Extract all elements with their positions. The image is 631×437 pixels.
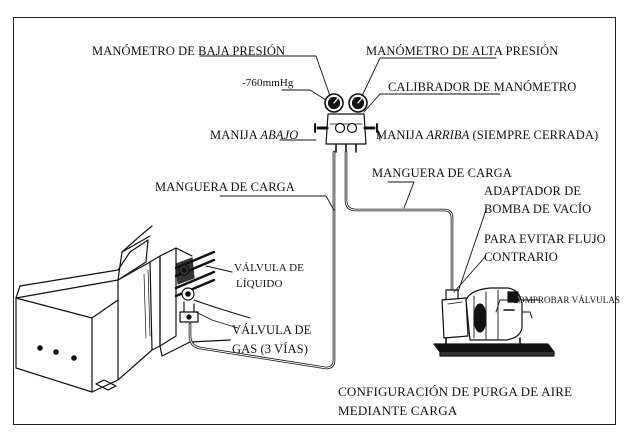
pump-adapter-label-line1: ADAPTADOR DE (484, 184, 582, 198)
hoses (188, 150, 454, 370)
vacuum-reading-label: -760mmHg (242, 77, 294, 89)
low-pressure-gauge-label: MANÓMETRO DE BAJA PRESIÓN (92, 44, 286, 58)
diagram-frame (13, 17, 616, 425)
charge-hose-right-label: MANGUERA DE CARGA (372, 166, 512, 180)
handle-high-prefix: MANIJA (376, 128, 427, 142)
leader-lines (195, 55, 541, 329)
charge-hose-left-label: MANGUERA DE CARGA (155, 180, 295, 194)
handle-low-prefix: MANIJA (210, 128, 261, 142)
handle-high-suffix: (SIEMPRE CERRADA) (469, 128, 599, 142)
handle-high-word: ARRIBA (426, 128, 470, 142)
outdoor-unit (15, 225, 161, 393)
gauge-calibrator-label: CALIBRADOR DE MANÓMETRO (388, 80, 577, 94)
handle-low-word: ABAJO (260, 128, 299, 142)
backflow-label-line2: CONTRARIO (484, 250, 558, 264)
gas-valve-label-line1: VÁLVULA DE (232, 323, 312, 337)
diagram-caption-line2: MEDIANTE CARGA (338, 403, 458, 418)
gas-valve (174, 270, 251, 323)
diagram-caption-line1: CONFIGURACIÓN DE PURGA DE AIRE (338, 384, 573, 399)
high-pressure-gauge-label: MANÓMETRO DE ALTA PRESIÓN (366, 44, 559, 58)
handle-low-label: MANIJA ABAJO (210, 128, 298, 143)
vacuum-pump (433, 287, 555, 357)
check-valves-label: COMPROBAR VÁLVULAS (512, 295, 621, 305)
manifold-gauge-set (314, 93, 378, 153)
pump-adapter-label-line2: BOMBA DE VACÍO (484, 202, 592, 216)
liquid-valve-label-line2: LÍQUIDO (236, 278, 283, 290)
backflow-label-line1: PARA EVITAR FLUJO (484, 232, 606, 246)
valve-bracket (159, 247, 231, 357)
liquid-valve-label-line1: VÁLVULA DE (234, 262, 304, 274)
gas-valve-label-line2: GAS (3 VÍAS) (232, 342, 308, 356)
liquid-valve (174, 250, 216, 285)
handle-high-label: MANIJA ARRIBA (SIEMPRE CERRADA) (376, 128, 598, 143)
